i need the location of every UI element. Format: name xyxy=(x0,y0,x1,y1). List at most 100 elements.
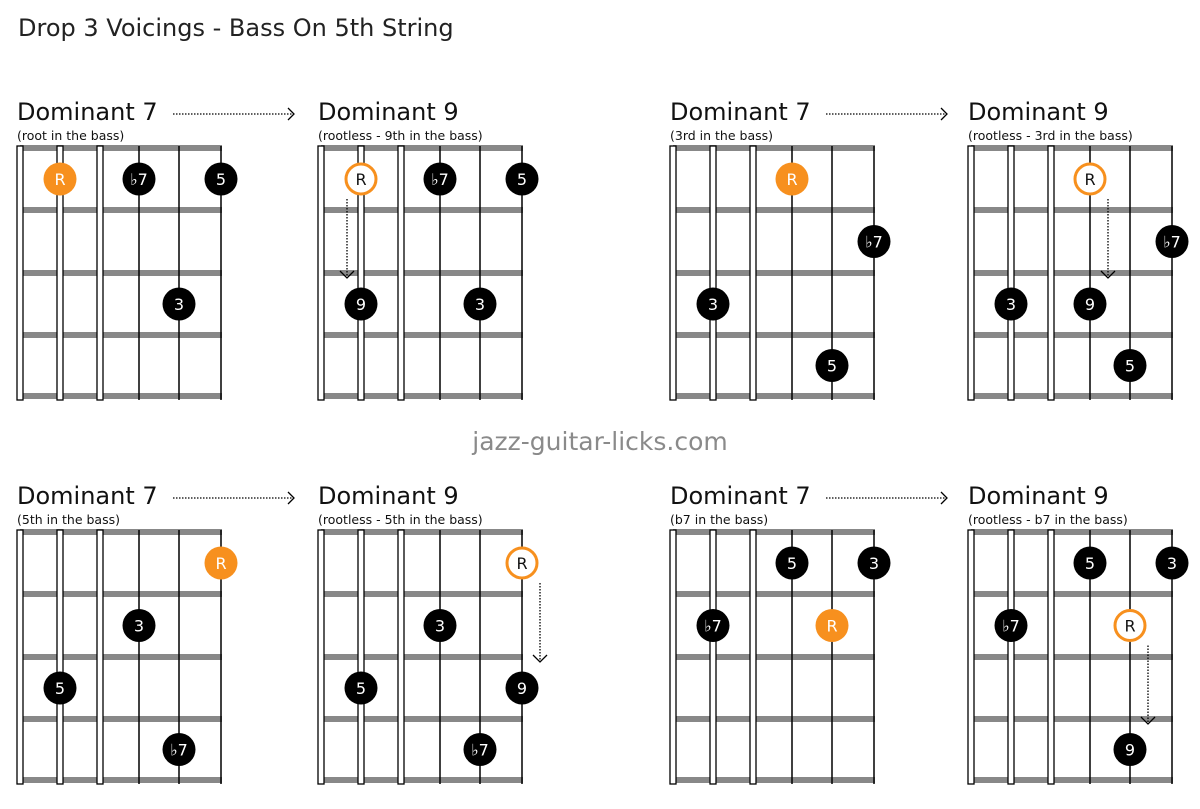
wound-string xyxy=(56,145,64,401)
note-dot: 9 xyxy=(344,287,378,321)
fret-line xyxy=(673,777,875,783)
arrow-head xyxy=(287,491,295,505)
dot-label: 5 xyxy=(827,357,837,376)
dot-label: R xyxy=(1124,617,1135,636)
note-dot: 3 xyxy=(162,287,196,321)
note-dot: 5 xyxy=(775,546,809,580)
root-dot: R xyxy=(1073,162,1107,196)
dot-circle xyxy=(204,162,238,196)
fret-line xyxy=(321,529,523,535)
note-dot: 5 xyxy=(1113,349,1147,382)
fret-line xyxy=(673,716,875,722)
dot-label: 5 xyxy=(216,170,226,189)
page-title: Drop 3 Voicings - Bass On 5th String xyxy=(18,14,454,42)
chord-title: Dominant 7 xyxy=(670,482,811,510)
fret-line xyxy=(321,654,523,660)
dot-label: 5 xyxy=(787,554,797,573)
dot-circle xyxy=(1073,287,1107,321)
note-dot: 3 xyxy=(463,287,497,321)
fretboard: R♭735 xyxy=(669,145,891,401)
fret-line xyxy=(673,591,875,597)
root-dot: R xyxy=(775,162,809,196)
fret-line xyxy=(673,654,875,660)
dot-label: ♭7 xyxy=(130,170,148,189)
chord-title: Dominant 9 xyxy=(318,482,459,510)
dot-label: ♭7 xyxy=(170,741,188,760)
root-dot: R xyxy=(43,162,77,196)
dot-circle xyxy=(1073,162,1107,196)
fret-line xyxy=(673,529,875,535)
wound-string xyxy=(669,529,677,785)
dot-label: R xyxy=(215,554,226,573)
dot-label: ♭7 xyxy=(704,617,722,636)
fretboard: R ♭7 5 3 xyxy=(16,145,238,401)
dot-circle xyxy=(1155,225,1189,258)
note-dot: ♭7 xyxy=(463,733,497,766)
dot-circle xyxy=(423,162,457,196)
dot-circle xyxy=(505,162,539,196)
dot-circle xyxy=(122,162,156,196)
note-dot: 5 xyxy=(344,671,378,705)
dot-circle xyxy=(994,609,1028,642)
arrow-head xyxy=(940,491,948,505)
fret-line xyxy=(971,145,1173,151)
note-dot: 9 xyxy=(1073,287,1107,321)
dot-label: 5 xyxy=(356,679,366,698)
wound-string xyxy=(317,529,325,785)
dot-label: 5 xyxy=(517,170,527,189)
dotted-arrow-right-icon xyxy=(826,107,948,121)
wound-string xyxy=(967,529,975,785)
dot-label: R xyxy=(1084,170,1095,189)
wound-string xyxy=(16,145,24,401)
dot-circle xyxy=(344,671,378,705)
wound-string xyxy=(1047,529,1055,785)
note-dot: 3 xyxy=(994,287,1028,321)
wound-string xyxy=(16,529,24,785)
root-dot: R xyxy=(1113,609,1147,642)
dot-label: 3 xyxy=(435,617,445,636)
fretboard: R ♭7 3 9 5 xyxy=(967,145,1189,401)
note-dot: 3 xyxy=(122,609,156,642)
watermark: jazz-guitar-licks.com xyxy=(472,427,728,456)
dot-circle xyxy=(463,287,497,321)
dot-circle xyxy=(696,609,730,642)
wound-string xyxy=(709,529,717,785)
fret-line xyxy=(673,332,875,338)
chord-title: Dominant 9 xyxy=(968,98,1109,126)
fret-line xyxy=(20,777,222,783)
chord-title: Dominant 9 xyxy=(968,482,1109,510)
wound-string xyxy=(96,145,104,401)
dot-label: 5 xyxy=(1125,357,1135,376)
dot-label: R xyxy=(786,170,797,189)
wound-string xyxy=(96,529,104,785)
chord-subtitle: (3rd in the bass) xyxy=(670,128,774,143)
root-dot: R xyxy=(505,546,539,580)
root-dot: R xyxy=(344,162,378,196)
wound-string xyxy=(56,529,64,785)
dot-circle xyxy=(857,546,891,580)
fret-line xyxy=(20,529,222,535)
note-dot: 5 xyxy=(505,162,539,196)
fret-line xyxy=(673,207,875,213)
dot-circle xyxy=(463,733,497,766)
chord-subtitle: (b7 in the bass) xyxy=(670,512,769,527)
wound-string xyxy=(1007,529,1015,785)
wound-string xyxy=(1007,145,1015,401)
wound-string xyxy=(357,529,365,785)
fret-line xyxy=(20,145,222,151)
note-dot: 5 xyxy=(204,162,238,196)
dot-label: R xyxy=(54,170,65,189)
dot-label: 5 xyxy=(55,679,65,698)
note-dot: 3 xyxy=(857,546,891,580)
fret-line xyxy=(321,270,523,276)
fret-line xyxy=(20,393,222,399)
note-dot: ♭7 xyxy=(994,609,1028,642)
chord-subtitle: (rootless - 3rd in the bass) xyxy=(968,128,1133,143)
chord-title: Dominant 9 xyxy=(318,98,459,126)
note-dot: ♭7 xyxy=(1155,225,1189,258)
